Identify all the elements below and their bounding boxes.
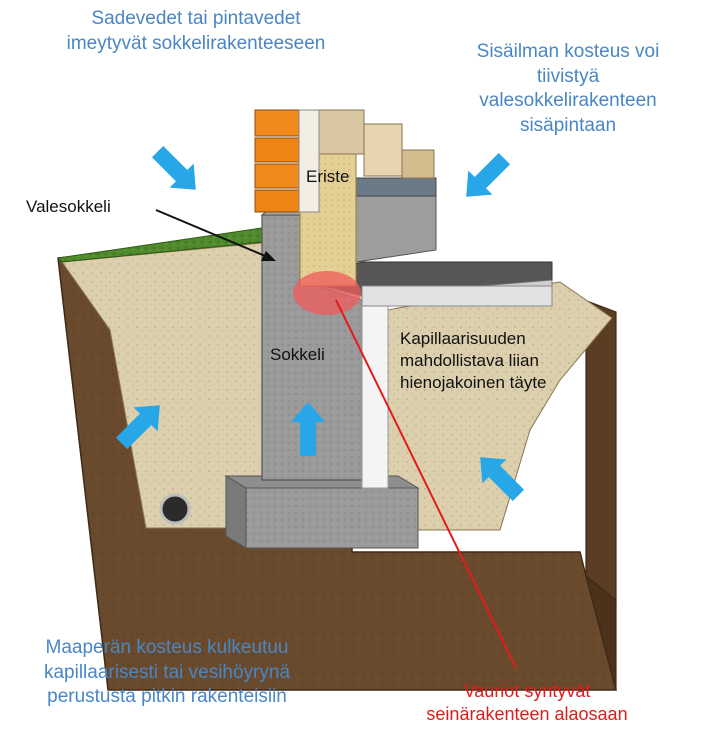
label-damage: Vauriot syntyvät seinärakenteen alaosaan (398, 680, 656, 727)
wood-stud (317, 109, 365, 155)
label-valesokkeli: Valesokkeli (26, 197, 111, 216)
floor-slab-front (361, 285, 553, 307)
arrow-icon (291, 402, 325, 456)
wood-stud (363, 123, 403, 177)
valesokkeli-pointer-head (261, 251, 276, 261)
damage-pointer (335, 299, 517, 669)
label-line: Vauriot syntyvät (463, 681, 591, 701)
label-line: hienojakoinen täyte (400, 373, 547, 393)
inner-wall-top (355, 177, 437, 197)
label-line: mahdollistava liian (400, 351, 539, 371)
arrow-icon (466, 152, 511, 197)
label-line: perustusta pitkin rakenteisiin (47, 686, 287, 708)
label-capillary-fill: Kapillaarisuuden mahdollistava liian hie… (400, 328, 547, 394)
brick-cladding (254, 109, 320, 213)
label-line: seinärakenteen alaosaan (426, 704, 628, 725)
inner-wall-panel (355, 195, 437, 263)
label-soil-moisture: Maaperän kosteus kulkeutuu kapillaarises… (14, 636, 320, 710)
label-indoor-moisture: Sisäilman kosteus voi tiivistyä valesokk… (452, 40, 684, 139)
label-eriste: Eriste (306, 167, 350, 186)
drain-pipe-icon (159, 493, 191, 525)
label-line: valesokkelirakenteen (479, 90, 657, 112)
label-line: Kapillaarisuuden (400, 329, 526, 348)
valesokkeli-pointer (155, 209, 271, 259)
label-line: sisäpintaan (519, 115, 617, 137)
label-line: Sisäilman kosteus voi (476, 41, 660, 62)
label-line: Maaperän kosteus kulkeutuu (45, 637, 289, 658)
label-line: tiivistyä (536, 65, 600, 87)
label-line: Sadevedet tai pintavedet (91, 8, 301, 29)
label-line: imeytyvät sokkelirakenteeseen (66, 32, 326, 54)
sand-fill-right (387, 281, 613, 531)
footing (245, 487, 419, 549)
wood-stud (401, 149, 435, 179)
label-sokkeli: Sokkeli (270, 345, 325, 364)
footing-front (225, 475, 247, 549)
arrow-icon (115, 405, 160, 450)
arrow-icon (480, 457, 525, 502)
label-surface-water: Sadevedet tai pintavedet imeytyvät sokke… (46, 7, 346, 56)
slab-insulation-strip (361, 299, 389, 489)
arrow-icon (151, 145, 196, 190)
damage-highlight (293, 271, 361, 315)
label-line: kapillaarisesti tai vesihöyrynä (43, 661, 291, 683)
